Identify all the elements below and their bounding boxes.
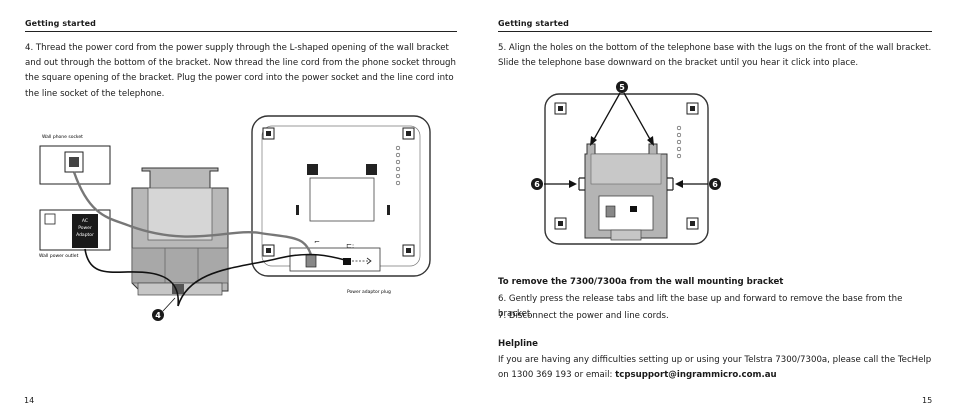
outlet-switch-icon (44, 213, 56, 225)
remove-section-heading: To remove the 7300/7300a from the wall m… (498, 277, 784, 287)
right-page-header: Getting started (498, 19, 569, 28)
helpline-paragraph: If you are having any difficulties setti… (498, 353, 938, 382)
left-page-header: Getting started (25, 19, 96, 28)
power-socket-icon (343, 258, 351, 265)
power-cord-installation-figure: Wall phone socket AC Power Adaptor Wall … (39, 115, 431, 321)
mounting-hole-left (307, 164, 318, 175)
socket-recess (289, 247, 381, 272)
mounting-hole-right (366, 164, 377, 175)
speaker-grille (676, 125, 682, 159)
svg-text:Power: Power (78, 225, 92, 231)
left-page: Getting started 4. Thread the power cord… (24, 19, 457, 405)
line-cord (72, 171, 313, 256)
step-5-instructions: 5. Align the holes on the bottom of the … (498, 43, 932, 69)
helpline-heading: Helpline (498, 339, 538, 349)
svg-text:5: 5 (619, 83, 625, 92)
svg-text:6: 6 (712, 180, 718, 189)
right-page-number: 15 (922, 396, 933, 405)
wall-phone-socket-label: Wall phone socket (42, 134, 83, 140)
right-header-rule (498, 31, 932, 32)
svg-text:6: 6 (534, 180, 540, 189)
power-symbol-icon: ⊏: (346, 242, 354, 250)
line-symbol-icon: ⌐ (314, 238, 320, 246)
callout-4 (152, 309, 164, 321)
svg-text:AC: AC (82, 218, 88, 224)
right-page: Getting started 5. Align the holes on th… (477, 0, 954, 418)
left-page-number: 14 (24, 396, 35, 405)
bracket-release-tab (610, 229, 642, 241)
bracket-alignment-figure: 5 6 (531, 81, 721, 245)
svg-text:4: 4 (155, 311, 161, 320)
line-socket-icon (305, 254, 317, 268)
power-cord (84, 248, 346, 307)
step-4-instructions: 4. Thread the power cord from the power … (25, 43, 456, 99)
remove-step-7: 7. Disconnect the power and line cords. (498, 311, 669, 321)
svg-text:Adaptor: Adaptor (76, 232, 94, 238)
wall-power-outlet-label: Wall power outlet (39, 253, 79, 259)
ac-power-adaptor (72, 214, 98, 248)
callout-6-right (709, 178, 721, 190)
left-header-rule (25, 31, 457, 32)
support-email-link[interactable]: tcpsupport@ingrammicro.com.au (615, 369, 777, 380)
remove-step-6: 6. Gently press the release tabs and lif… (498, 294, 903, 319)
callout-6-left (531, 178, 543, 190)
power-adaptor-plug-label: Power adaptor plug (347, 289, 391, 295)
base-label-area (309, 177, 375, 222)
bracket-release-tab (172, 284, 184, 294)
speaker-grille (395, 145, 401, 186)
helpline-text: If you are having any difficulties setti… (498, 355, 932, 380)
callout-5 (616, 81, 628, 93)
